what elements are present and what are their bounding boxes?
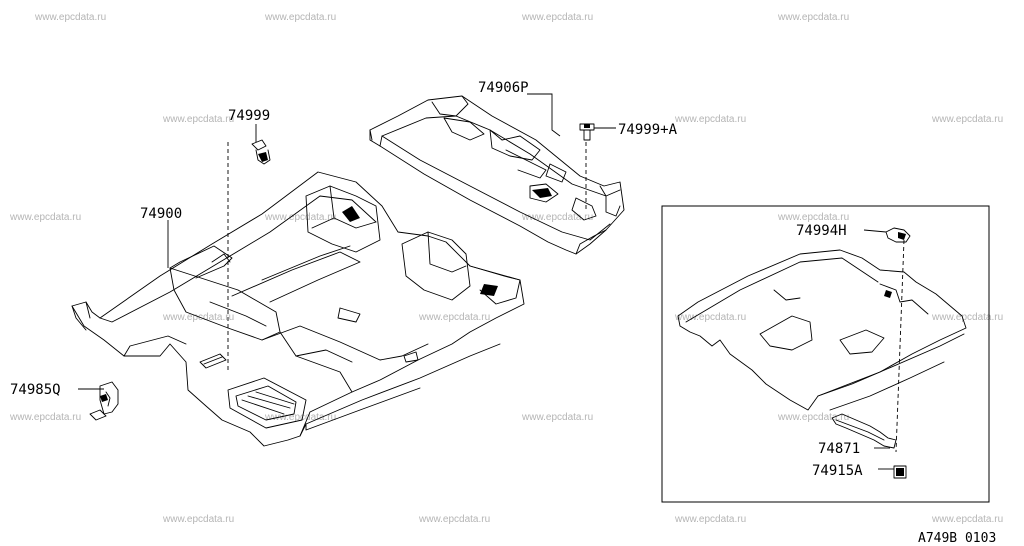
label-74906p: 74906P bbox=[478, 80, 529, 96]
watermark: www.epcdata.ru bbox=[777, 212, 849, 223]
detail-box bbox=[661, 205, 990, 503]
watermark: www.epcdata.ru bbox=[931, 514, 1003, 525]
label-74999a: 74999+A bbox=[618, 122, 678, 138]
watermark: www.epcdata.ru bbox=[162, 114, 234, 125]
watermark: www.epcdata.ru bbox=[521, 212, 593, 223]
clip-74999a bbox=[579, 123, 595, 141]
label-74985q: 74985Q bbox=[10, 382, 61, 398]
leader-lines bbox=[78, 93, 894, 470]
diagram-code: A749B 0103 bbox=[918, 531, 996, 546]
watermark: www.epcdata.ru bbox=[674, 514, 746, 525]
label-74994h: 74994H bbox=[796, 223, 847, 239]
clip-74999 bbox=[251, 139, 271, 165]
assembly-line-detail bbox=[895, 239, 905, 453]
label-74999: 74999 bbox=[228, 108, 270, 124]
detail-hook-74994h bbox=[885, 227, 911, 243]
watermark: www.epcdata.ru bbox=[418, 312, 490, 323]
detail-bracket-74871 bbox=[831, 413, 897, 449]
label-74915a: 74915A bbox=[812, 463, 863, 479]
watermark: www.epcdata.ru bbox=[674, 312, 746, 323]
watermark: www.epcdata.ru bbox=[264, 212, 336, 223]
watermark: www.epcdata.ru bbox=[521, 412, 593, 423]
watermark: www.epcdata.ru bbox=[521, 12, 593, 23]
rear-floor-carpet bbox=[369, 95, 625, 255]
watermark: www.epcdata.ru bbox=[162, 514, 234, 525]
watermark: www.epcdata.ru bbox=[9, 212, 81, 223]
watermark: www.epcdata.ru bbox=[777, 412, 849, 423]
watermark: www.epcdata.ru bbox=[777, 12, 849, 23]
detail-carpet bbox=[677, 249, 967, 411]
main-floor-carpet bbox=[71, 171, 525, 447]
watermark: www.epcdata.ru bbox=[931, 312, 1003, 323]
watermark: www.epcdata.ru bbox=[931, 114, 1003, 125]
detail-clip-74915a bbox=[893, 465, 907, 479]
watermark: www.epcdata.ru bbox=[674, 114, 746, 125]
watermark: www.epcdata.ru bbox=[418, 514, 490, 525]
watermark: www.epcdata.ru bbox=[162, 312, 234, 323]
watermark: www.epcdata.ru bbox=[264, 412, 336, 423]
watermark: www.epcdata.ru bbox=[34, 12, 106, 23]
watermark: www.epcdata.ru bbox=[9, 412, 81, 423]
label-74900: 74900 bbox=[140, 206, 182, 222]
hook-74985q bbox=[89, 381, 119, 421]
label-74871: 74871 bbox=[818, 441, 860, 457]
watermark: www.epcdata.ru bbox=[264, 12, 336, 23]
watermark-layer: www.epcdata.ru www.epcdata.ru www.epcdat… bbox=[9, 12, 1003, 525]
